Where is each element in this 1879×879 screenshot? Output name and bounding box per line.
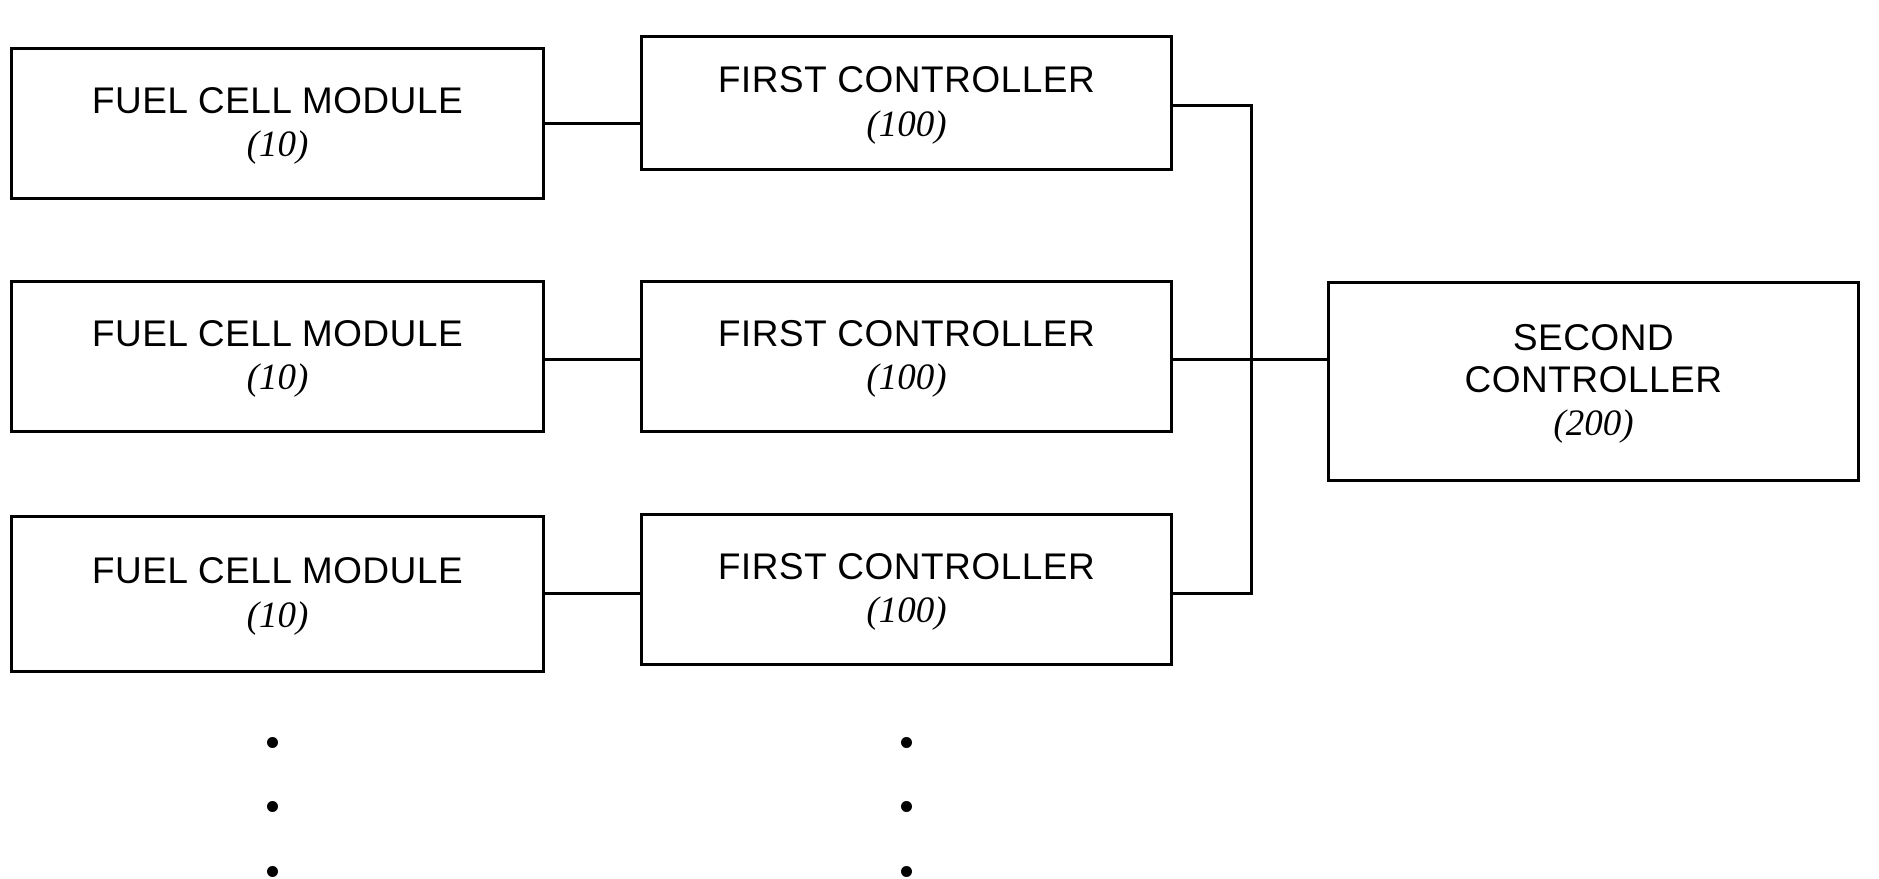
first-controller-box-2: FIRST CONTROLLER (100)	[640, 280, 1173, 433]
ellipsis-dot	[901, 737, 912, 748]
wire-controller3-to-bus	[1173, 592, 1253, 595]
second-controller-title-line-2: CONTROLLER	[1464, 358, 1723, 400]
first-controller-title-2: FIRST CONTROLLER	[717, 312, 1096, 354]
fuel-cell-module-ref-2: (10)	[246, 357, 309, 399]
wire-module2-to-controller2	[545, 358, 640, 361]
first-controller-title-1: FIRST CONTROLLER	[717, 59, 1096, 101]
first-controller-box-3: FIRST CONTROLLER (100)	[640, 513, 1173, 666]
ellipsis-dot	[267, 737, 278, 748]
wire-controller1-to-bus	[1173, 104, 1253, 107]
first-controller-ref-1: (100)	[866, 103, 947, 145]
controller-bus-vertical	[1250, 104, 1253, 595]
fuel-cell-module-ref-3: (10)	[246, 594, 309, 636]
fuel-cell-module-ref-1: (10)	[246, 124, 309, 166]
second-controller-title-line-1: SECOND	[1512, 317, 1675, 359]
second-controller-ref: (200)	[1553, 403, 1634, 445]
fuel-cell-module-title-1: FUEL CELL MODULE	[91, 79, 464, 121]
fuel-cell-module-box-2: FUEL CELL MODULE (10)	[10, 280, 545, 433]
wire-module1-to-controller1	[545, 122, 640, 125]
fuel-cell-module-box-1: FUEL CELL MODULE (10)	[10, 47, 545, 200]
ellipsis-dot	[901, 801, 912, 812]
first-controller-ref-2: (100)	[866, 357, 947, 399]
first-controller-box-1: FIRST CONTROLLER (100)	[640, 35, 1173, 171]
second-controller-box: SECOND CONTROLLER (200)	[1327, 281, 1860, 482]
fuel-cell-module-title-2: FUEL CELL MODULE	[91, 312, 464, 354]
ellipsis-dot	[267, 801, 278, 812]
wire-module3-to-controller3	[545, 592, 640, 595]
ellipsis-dot	[267, 866, 278, 877]
ellipsis-dot	[901, 866, 912, 877]
fuel-cell-module-box-3: FUEL CELL MODULE (10)	[10, 515, 545, 673]
fuel-cell-module-title-3: FUEL CELL MODULE	[91, 550, 464, 592]
first-controller-ref-3: (100)	[866, 590, 947, 632]
first-controller-title-3: FIRST CONTROLLER	[717, 545, 1096, 587]
